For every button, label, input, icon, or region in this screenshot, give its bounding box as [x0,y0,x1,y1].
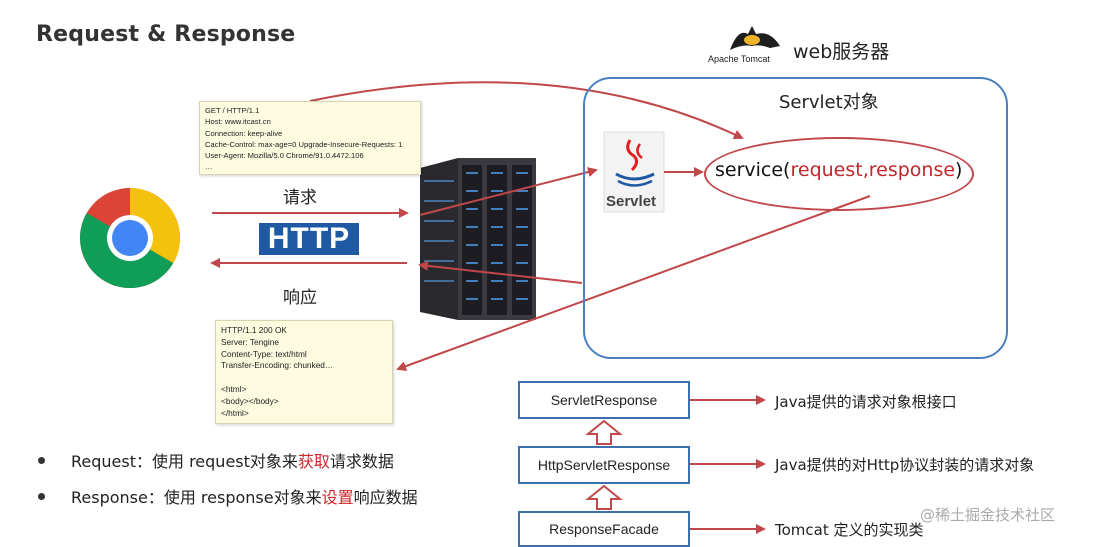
bullet-request: Request：使用 request对象来获取请求数据 [38,448,394,472]
server-rack-icon [420,158,536,320]
service-args: request,response [790,159,956,181]
bullet-highlight: 设置 [321,488,354,507]
page-title: Request & Response [36,22,296,47]
response-message-line: Server: Tengine [221,336,279,347]
response-label: 响应 [283,288,317,308]
class-box-response-facade: ResponseFacade [518,511,690,547]
request-message-line: … [205,162,213,172]
request-message-line: Host: www.itcast.cn [205,117,271,127]
tomcat-cat-icon [730,26,780,50]
bullet-dot-icon [38,457,45,464]
service-method-ellipse [704,137,974,211]
class-description: Java提供的对Http协议封装的请求对象 [775,456,1035,474]
request-data-curve-arrow [309,81,744,140]
bullet-dot-icon [38,493,45,500]
request-message-note: GET / HTTP/1.1 Host: www.itcast.cn Conne… [199,101,421,175]
web-server-label: web服务器 [793,41,890,63]
service-to-response-arrow [396,195,871,371]
response-message-line: </html> [221,407,249,418]
class-box-servlet-response: ServletResponse [518,381,690,419]
servlet-container-title: Servlet对象 [779,92,879,113]
bullet-response: Response：使用 response对象来设置响应数据 [38,484,418,508]
servlet-icon-label: Servlet [606,193,657,210]
server-to-servlet-arrow [419,167,598,216]
class-description: Java提供的请求对象根接口 [775,393,957,411]
request-message-line: User-Agent: Mozilla/5.0 Chrome/91.0.4472… [205,151,364,161]
tomcat-logo-text: Apache Tomcat [708,54,770,64]
request-message-line: Cache-Control: max-age=0 Upgrade-Insecur… [205,139,403,149]
request-label: 请求 [283,188,317,208]
servlet-to-server-arrow [418,260,583,284]
class-box-http-servlet-response: HttpServletResponse [518,446,690,484]
inheritance-arrow [585,419,623,445]
response-message-line: Content-Type: text/html [221,348,307,359]
service-prefix: service( [715,159,791,181]
class-description: Tomcat 定义的实现类 [775,521,924,539]
bullet-highlight: 获取 [297,452,330,471]
response-message-line: HTTP/1.1 200 OK [221,325,287,335]
response-message-line: <body></body> [221,395,279,406]
watermark: @稀土掘金技术社区 [920,506,1056,524]
http-logo: HTTP [259,223,359,255]
service-method-text: service(request,response) [715,159,962,181]
response-message-line: <html> [221,383,247,394]
response-message-note: HTTP/1.1 200 OK Server: Tengine Content-… [215,320,393,424]
bullet-text: 响应数据 [353,488,418,507]
service-suffix: ) [955,159,963,181]
inheritance-arrow [585,484,623,510]
request-message-line: Connection: keep-alive [205,128,283,138]
chrome-browser-icon [80,188,180,288]
request-message-line: GET / HTTP/1.1 [205,106,260,115]
servlet-container-box [583,77,1008,359]
response-message-line: Transfer-Encoding: chunked… [221,360,334,371]
response-message-line [221,372,387,384]
bullet-text: Request：使用 request对象来 [71,452,298,471]
java-servlet-icon [603,131,665,213]
bullet-text: 请求数据 [329,452,394,471]
bullet-text: Response：使用 response对象来 [71,488,322,507]
